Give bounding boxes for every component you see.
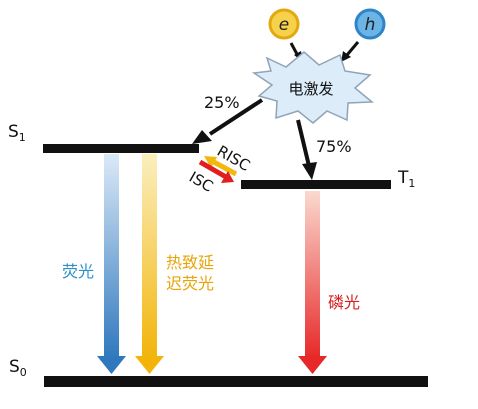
singlet-level-label: S1: [8, 122, 26, 144]
electron-carrier: e: [268, 8, 300, 40]
isc-arrow-shaft: [198, 159, 228, 180]
isc-label: ISC: [186, 168, 216, 196]
phosphorescence-arrow-shaft: [305, 191, 320, 359]
triplet-branch-arrowhead: [302, 162, 317, 180]
hole-arrowhead: [341, 51, 351, 62]
ground-level-subscript: 0: [20, 366, 27, 379]
phosphorescence-arrowhead: [298, 356, 327, 374]
fluorescence-label: 荧光: [62, 262, 94, 281]
triplet-level-letter: T: [397, 168, 409, 188]
isc-arrowhead: [221, 171, 234, 183]
tadf-arrowhead: [135, 356, 164, 374]
electron-label: e: [279, 15, 289, 35]
singlet-level-line: [43, 144, 199, 153]
singlet-fraction: 25%: [204, 93, 240, 112]
excitation-label: 电激发: [288, 80, 333, 98]
tadf-label-line1: 热致延: [166, 253, 214, 272]
singlet-level-letter: S: [8, 122, 19, 142]
tadf-label-line2: 迟荧光: [166, 274, 214, 293]
tadf-arrow-shaft: [142, 154, 157, 359]
singlet-branch-arrow: [208, 98, 264, 136]
risc-arrow-shaft: [210, 158, 238, 177]
excitation-burst: [251, 51, 374, 124]
hole-to-excitation-arrow: [345, 41, 360, 56]
hole-carrier: h: [354, 8, 386, 40]
electron-circle: [268, 8, 300, 40]
triplet-level-subscript: 1: [408, 177, 415, 190]
hole-circle: [354, 8, 386, 40]
phosphorescence-label: 磷光: [328, 293, 360, 312]
ground-level-label: S0: [9, 357, 27, 379]
triplet-level-line: [241, 180, 391, 189]
risc-arrowhead: [204, 156, 217, 168]
ground-level-line: [44, 376, 428, 387]
fluorescence-arrow-shaft: [104, 154, 119, 359]
fluorescence-arrowhead: [97, 356, 126, 374]
triplet-fraction: 75%: [316, 137, 352, 156]
hole-label: h: [365, 15, 376, 35]
singlet-branch-arrowhead: [192, 130, 212, 144]
triplet-branch-arrow: [296, 119, 311, 167]
singlet-level-subscript: 1: [19, 131, 26, 144]
triplet-level-label: T1: [397, 168, 415, 190]
ground-level-letter: S: [9, 357, 20, 377]
